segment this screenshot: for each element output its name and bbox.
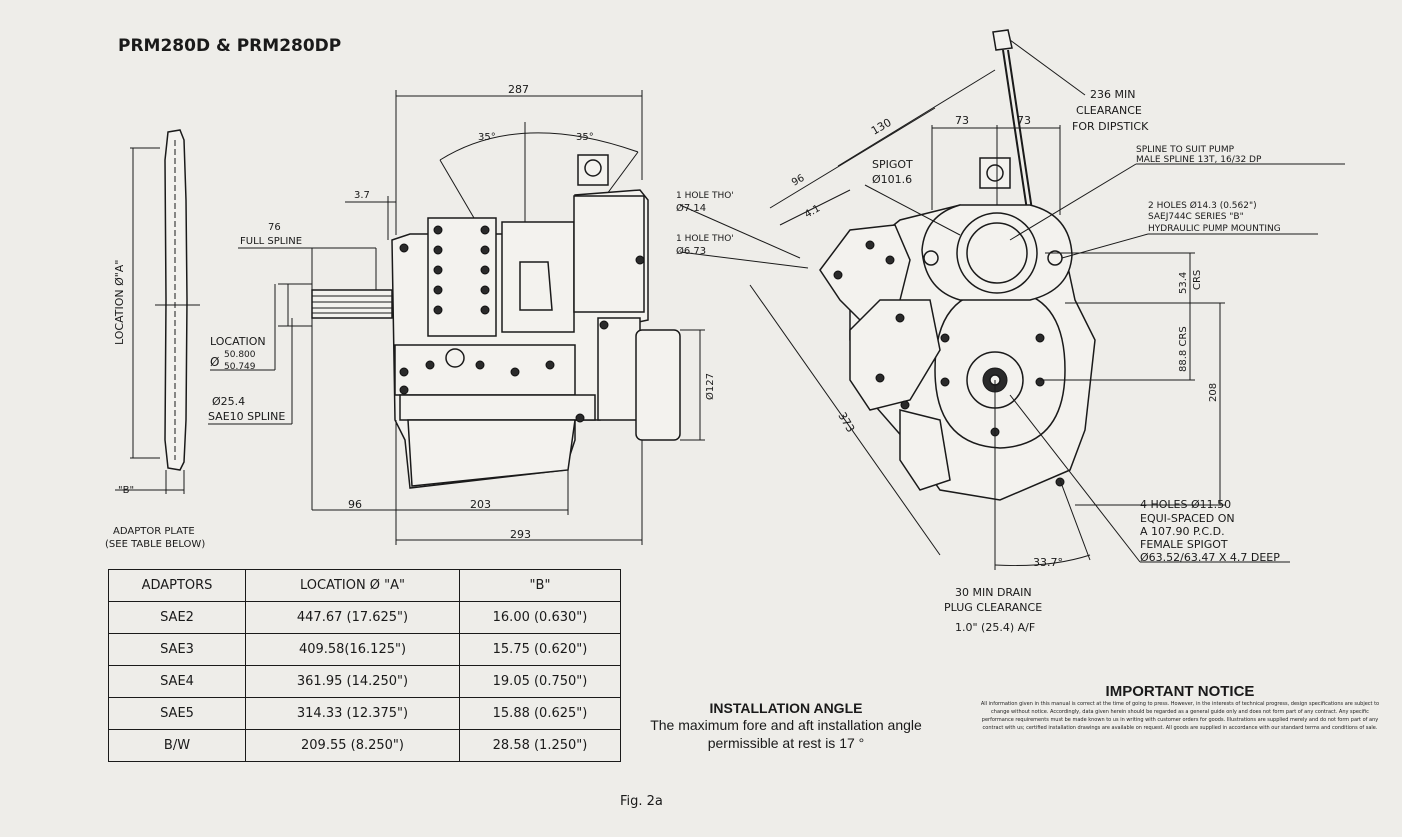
holes2-line2: SAEJ744C SERIES "B" (1148, 212, 1244, 222)
spline-note-line1: SPLINE TO SUIT PUMP (1136, 145, 1235, 155)
adaptor-caption-line1: ADAPTOR PLATE (113, 526, 195, 537)
location-lower-tol: 50.749 (224, 362, 256, 372)
table-row: B/W 209.55 (8.250") 28.58 (1.250") (108, 729, 621, 762)
table-cell: SAE4 (108, 665, 246, 698)
dipstick-line3: FOR DIPSTICK (1072, 120, 1149, 133)
adaptor-caption-line2: (SEE TABLE BELOW) (105, 539, 205, 550)
table-cell: SAE3 (108, 633, 246, 666)
table-cell: 15.88 (0.625") (459, 697, 621, 730)
installation-angle-note: INSTALLATION ANGLE The maximum fore and … (626, 700, 946, 752)
table-row: SAE4 361.95 (14.250") 19.05 (0.750") (108, 665, 621, 698)
dipstick-line1: 236 MIN (1090, 88, 1135, 101)
holes2-line1: 2 HOLES Ø14.3 (0.562") (1148, 200, 1257, 211)
installation-heading: INSTALLATION ANGLE (709, 700, 863, 716)
dim-88-8-crs: 88.8 CRS (1178, 326, 1189, 372)
dim-73-right: 73 (1017, 114, 1031, 127)
table-row: SAE5 314.33 (12.375") 15.88 (0.625") (108, 697, 621, 730)
hole-2-dia: Ø6.73 (676, 245, 706, 257)
table-cell: 28.58 (1.250") (459, 729, 621, 762)
hole-1-dia: Ø7.14 (676, 202, 706, 214)
angle-right: 35° (576, 132, 594, 143)
table-cell: 447.67 (17.625") (245, 601, 460, 634)
hole-1-label: 1 HOLE THO' (676, 191, 734, 201)
table-cell: SAE2 (108, 601, 246, 634)
dim-73-left: 73 (955, 114, 969, 127)
gearbox-end-view: 1 HOLE THO' Ø7.14 1 HOLE THO' Ø6.73 130 … (676, 29, 1345, 634)
location-a-label: LOCATION Ø"A" (113, 260, 126, 345)
location-label: LOCATION (210, 335, 266, 348)
gearbox-bolts (399, 225, 645, 423)
figure-caption: Fig. 2a (620, 794, 663, 809)
notice-heading: IMPORTANT NOTICE (1105, 683, 1255, 700)
b-dimension-label: "B" (118, 485, 134, 496)
dim-3-7: 3.7 (354, 190, 370, 201)
adaptor-plate-side-view: LOCATION Ø"A" "B" ADAPTOR PLATE (SEE TAB… (105, 129, 205, 550)
table-cell: 409.58(16.125") (245, 633, 460, 666)
spigot-label: SPIGOT (872, 158, 913, 171)
notice-body: All information given in this manual is … (980, 701, 1380, 731)
holes4-line4: FEMALE SPIGOT (1140, 538, 1228, 551)
holes4-line1: 4 HOLES Ø11.50 (1140, 498, 1231, 511)
table-cell: 361.95 (14.250") (245, 665, 460, 698)
angle-left: 35° (478, 132, 496, 143)
dipstick-line2: CLEARANCE (1076, 104, 1142, 117)
installation-body: The maximum fore and aft installation an… (650, 717, 922, 751)
holes4-line2: EQUI-SPACED ON (1140, 512, 1235, 525)
end-view-bolts (833, 240, 1065, 487)
table-cell: B/W (108, 729, 246, 762)
full-spline-label: FULL SPLINE (240, 236, 302, 247)
holes4-line3: A 107.90 P.C.D. (1140, 525, 1225, 538)
table-cell: 209.55 (8.250") (245, 729, 460, 762)
dim-76: 76 (268, 222, 281, 233)
table-header-cell: "B" (459, 569, 621, 602)
table-row: SAE2 447.67 (17.625") 16.00 (0.630") (108, 601, 621, 634)
dim-53-4: 53.4 (1178, 272, 1189, 294)
table-header-row: ADAPTORS LOCATION Ø "A" "B" (108, 569, 621, 602)
end-dim-373: 373 (835, 410, 857, 435)
spigot-dia: Ø101.6 (872, 173, 912, 186)
dim-293: 293 (510, 528, 531, 541)
dim-208: 208 (1208, 383, 1219, 402)
dim-287: 287 (508, 83, 529, 96)
gearbox-front-view: 287 35° 35° 3.7 76 FULL SPLINE LOCATION … (208, 83, 716, 545)
shaft-spline-label: SAE10 SPLINE (208, 410, 285, 423)
dim-96: 96 (348, 498, 362, 511)
table-row: SAE3 409.58(16.125") 15.75 (0.620") (108, 633, 621, 666)
holes4-line5: Ø63.52/63.47 X 4.7 DEEP (1140, 551, 1280, 564)
drain-line3: 1.0" (25.4) A/F (955, 621, 1035, 634)
table-cell: 19.05 (0.750") (459, 665, 621, 698)
dim-33-7-angle: 33.7° (1033, 556, 1063, 569)
spline-note-line2: MALE SPLINE 13T, 16/32 DP (1136, 155, 1262, 165)
table-cell: 16.00 (0.630") (459, 601, 621, 634)
holes2-line3: HYDRAULIC PUMP MOUNTING (1148, 224, 1281, 234)
location-dia-symbol: Ø (210, 355, 219, 369)
drawing-title: PRM280D & PRM280DP (118, 36, 342, 56)
table-cell: 314.33 (12.375") (245, 697, 460, 730)
table-cell: SAE5 (108, 697, 246, 730)
dim-dia-127: Ø127 (704, 373, 716, 400)
drain-line2: PLUG CLEARANCE (944, 601, 1042, 614)
adaptor-table: ADAPTORS LOCATION Ø "A" "B" SAE2 447.67 … (108, 569, 621, 762)
important-notice: IMPORTANT NOTICE All information given i… (975, 683, 1385, 732)
table-header-cell: ADAPTORS (108, 569, 246, 602)
crs-label: CRS (1192, 270, 1203, 290)
table-header-cell: LOCATION Ø "A" (245, 569, 460, 602)
hole-2-label: 1 HOLE THO' (676, 234, 734, 244)
shaft-dia-label: Ø25.4 (212, 395, 245, 408)
table-cell: 15.75 (0.620") (459, 633, 621, 666)
dim-203: 203 (470, 498, 491, 511)
end-dim-96: 96 (790, 173, 807, 189)
drain-line1: 30 MIN DRAIN (955, 586, 1032, 599)
location-upper-tol: 50.800 (224, 350, 256, 360)
